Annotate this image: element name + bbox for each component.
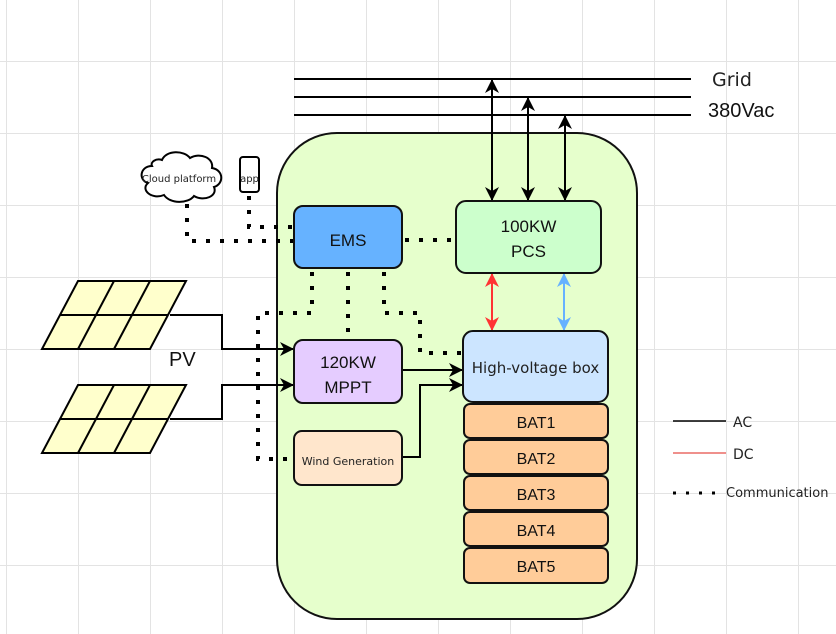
solar-panel-icon (40, 384, 188, 454)
ems-node[interactable]: EMS (293, 205, 403, 269)
ems-box (293, 205, 403, 269)
pv1-to-mppt (170, 314, 294, 356)
mppt-node[interactable]: 120KW MPPT (293, 339, 403, 404)
battery-bat2[interactable]: BAT2 (463, 439, 609, 475)
grid-label: Grid (712, 69, 752, 91)
pv-panel-1[interactable] (40, 280, 188, 350)
battery-box (463, 439, 609, 475)
comm-ems-wind (256, 272, 314, 461)
cloud-icon (140, 151, 223, 203)
grid-pcs-links (485, 79, 572, 201)
app-label: app (240, 174, 259, 185)
legend-item-communication: Communication (673, 486, 828, 501)
battery-label: BAT3 (517, 487, 556, 504)
battery-box (463, 511, 609, 547)
legend-label: AC (733, 415, 752, 431)
high-voltage-box (462, 330, 609, 403)
legend-item-ac: AC (673, 415, 752, 431)
wind-generation-node[interactable]: Wind Generation (293, 430, 403, 486)
pcs-box (455, 200, 602, 274)
pcs-rating-label: 100KW (501, 217, 557, 236)
battery-bat5[interactable]: BAT5 (463, 547, 609, 584)
battery-box (463, 475, 609, 511)
cloud-platform-label: Cloud platform (142, 174, 216, 185)
battery-bat1[interactable]: BAT1 (463, 403, 609, 439)
legend-label: DC (733, 447, 754, 463)
wind-to-hvbox (402, 378, 463, 458)
battery-label: BAT1 (517, 415, 556, 432)
wind-generation-box (293, 430, 403, 486)
battery-bat3[interactable]: BAT3 (463, 475, 609, 511)
mppt-box (293, 339, 403, 404)
battery-bat4[interactable]: BAT4 (463, 511, 609, 547)
communication-links (185, 196, 463, 461)
high-voltage-box-node[interactable]: High-voltage box (462, 330, 609, 403)
pcs-label: PCS (511, 242, 546, 261)
pv-panel-2[interactable] (40, 384, 188, 454)
app-node[interactable]: app (239, 156, 260, 193)
app-icon (239, 156, 260, 193)
comm-app-ems (247, 196, 294, 229)
pcs-node[interactable]: 100KW PCS (455, 200, 602, 274)
legend-label: Communication (726, 486, 828, 501)
battery-box (463, 403, 609, 439)
battery-label: BAT5 (517, 559, 556, 576)
battery-label: BAT2 (517, 451, 556, 468)
legend-item-dc: DC (673, 447, 754, 463)
battery-label: BAT4 (517, 523, 556, 540)
battery-box (463, 547, 609, 584)
high-voltage-box-label: High-voltage box (472, 359, 600, 377)
legend: AC DC Communication (673, 415, 828, 501)
cloud-platform-node[interactable]: Cloud platform (140, 151, 223, 203)
pv2-to-mppt (170, 378, 294, 420)
solar-panel-icon (40, 280, 188, 350)
grid-voltage-label: 380Vac (708, 100, 774, 122)
wind-generation-label: Wind Generation (302, 455, 395, 468)
mppt-rating-label: 120KW (320, 353, 376, 372)
pv-label: PV (169, 349, 196, 371)
pv-links (170, 314, 294, 420)
mppt-label: MPPT (324, 378, 371, 397)
battery-stack: BAT1 BAT2 BAT3 BAT4 BAT5 (463, 403, 609, 584)
ems-label: EMS (330, 231, 367, 250)
